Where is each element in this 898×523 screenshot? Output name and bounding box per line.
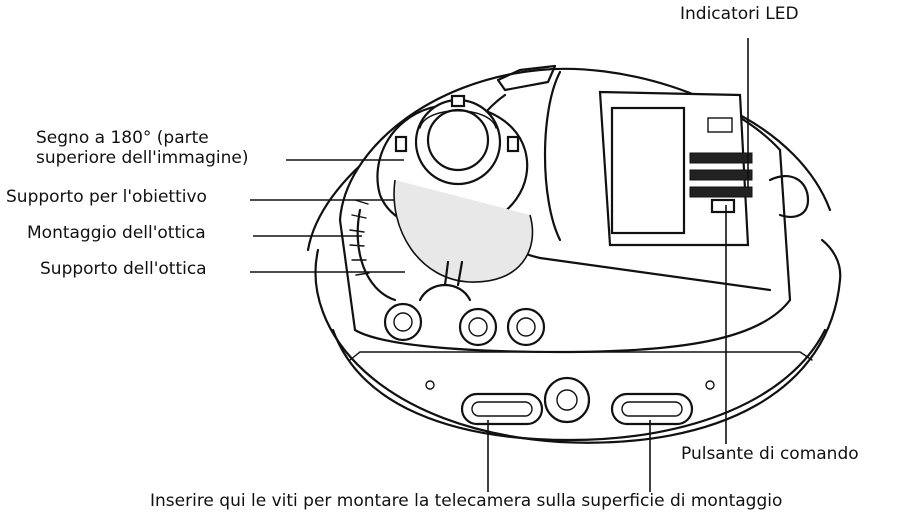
optics-mount-label: Montaggio dell'ottica — [27, 225, 206, 243]
lens-holder-label: Supporto per l'obiettivo — [6, 189, 207, 207]
mark-180-label-line1: Segno a 180° (parte — [36, 130, 209, 148]
screw-slots — [426, 378, 714, 424]
control-button-label: Pulsante di comando — [681, 446, 859, 464]
screws-note-label: Inserire qui le viti per montare la tele… — [150, 493, 782, 511]
mark-180-label-line2: superiore dell'immagine) — [36, 150, 248, 168]
optics-support-label: Supporto dell'ottica — [40, 261, 207, 279]
led-indicators-label: Indicatori LED — [680, 6, 799, 24]
